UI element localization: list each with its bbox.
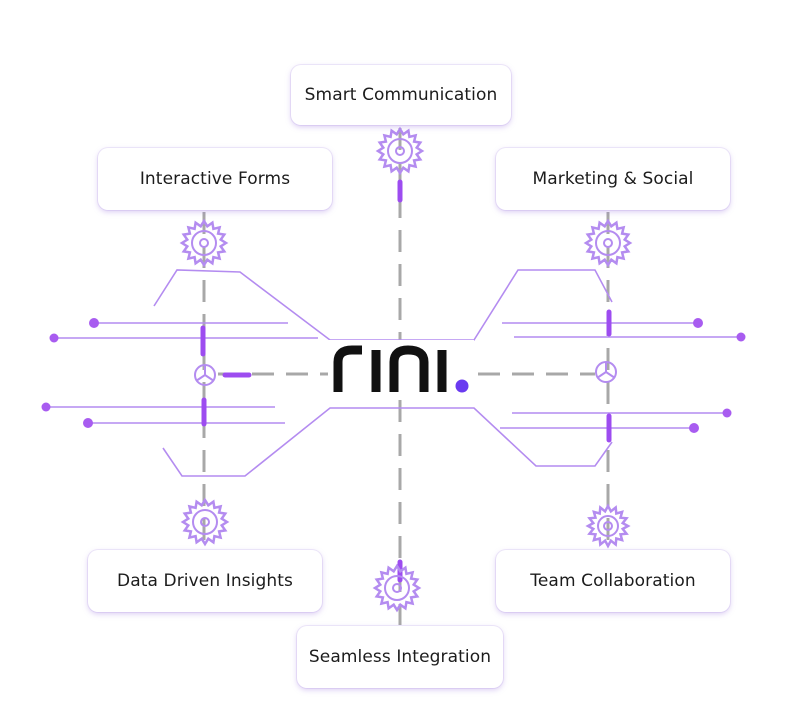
feature-label: Seamless Integration	[308, 647, 492, 667]
circuit-lines	[46, 269, 741, 477]
endpoint-dots	[41, 318, 746, 433]
feature-card-marketing-social[interactable]: Marketing & Social	[496, 148, 730, 210]
gear-icon	[583, 218, 633, 268]
junction-icons	[194, 361, 617, 386]
junction-icon	[195, 365, 215, 382]
feature-card-interactive-forms[interactable]: Interactive Forms	[98, 148, 332, 210]
feature-card-smart-communication[interactable]: Smart Communication	[291, 65, 511, 125]
feature-label: Marketing & Social	[532, 169, 694, 189]
gear-icon	[585, 503, 631, 549]
feature-label: Data Driven Insights	[117, 571, 293, 591]
feature-card-data-driven-insights[interactable]: Data Driven Insights	[88, 550, 322, 612]
logo-mark	[333, 345, 469, 393]
gear-icon	[179, 218, 229, 268]
gear-icons	[179, 126, 633, 613]
feature-card-seamless-integration[interactable]: Seamless Integration	[297, 626, 503, 688]
feature-label: Team Collaboration	[530, 571, 696, 591]
gear-icon	[375, 126, 425, 176]
feature-label: Smart Communication	[304, 85, 498, 105]
junction-icon	[596, 362, 616, 379]
rini-logo	[328, 340, 474, 396]
gear-icon	[180, 497, 230, 547]
gear-icon	[372, 563, 422, 613]
feature-card-team-collaboration[interactable]: Team Collaboration	[496, 550, 730, 612]
feature-label: Interactive Forms	[139, 169, 291, 189]
